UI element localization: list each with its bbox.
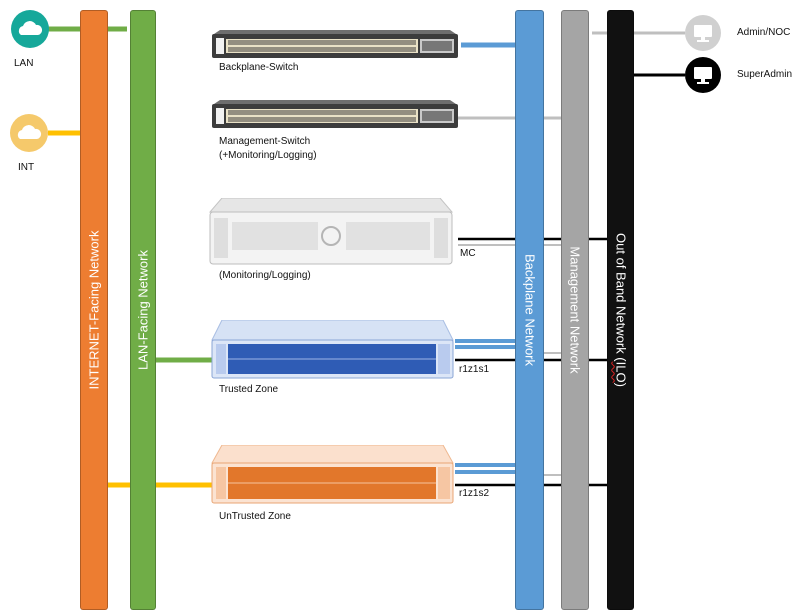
r1z1s1-host-label: r1z1s1 xyxy=(459,364,490,375)
trusted-zone-label: Trusted Zone xyxy=(219,384,279,395)
lan-facing-network-label: LAN-Facing Network xyxy=(135,250,151,370)
mc-host-label: MC xyxy=(460,248,476,259)
admin-noc-monitor-icon xyxy=(685,15,721,51)
lan-cloud-icon xyxy=(11,10,49,48)
r1z1s2-host-label: r1z1s2 xyxy=(459,488,490,499)
backplane-switch xyxy=(210,30,460,60)
int-label: INT xyxy=(18,162,35,173)
out-of-band-network-label: Out of Band Network (ILO) xyxy=(613,233,628,387)
internet-facing-network-label: INTERNET-Facing Network xyxy=(86,230,102,390)
out-of-band-network-bar: Out of Band Network (ILO) xyxy=(607,10,634,610)
internet-facing-network-bar: INTERNET-Facing Network xyxy=(80,10,108,610)
int-cloud-icon xyxy=(10,114,48,152)
superadmin-label: SuperAdmin xyxy=(737,69,793,80)
monitoring-server-label: (Monitoring/Logging) xyxy=(219,270,311,281)
monitoring-server xyxy=(208,197,454,266)
superadmin-monitor-icon xyxy=(685,57,721,93)
admin-noc-label: Admin/NOC xyxy=(737,27,791,38)
backplane-network-bar: Backplane Network xyxy=(515,10,544,610)
lan-label: LAN xyxy=(14,58,34,69)
backplane-network-label: Backplane Network xyxy=(522,254,537,366)
ilo-text: ILO xyxy=(613,361,628,383)
management-switch-label: Management-Switch xyxy=(219,136,311,147)
management-network-label: Management Network xyxy=(567,246,583,374)
trusted-zone-server xyxy=(210,319,455,380)
management-switch xyxy=(210,100,460,130)
untrusted-zone-server xyxy=(210,444,455,505)
management-switch-sublabel: (+Monitoring/Logging) xyxy=(219,150,317,161)
management-network-bar: Management Network xyxy=(561,10,589,610)
lan-facing-network-bar: LAN-Facing Network xyxy=(130,10,156,610)
backplane-switch-label: Backplane-Switch xyxy=(219,62,299,73)
untrusted-zone-label: UnTrusted Zone xyxy=(219,511,291,522)
